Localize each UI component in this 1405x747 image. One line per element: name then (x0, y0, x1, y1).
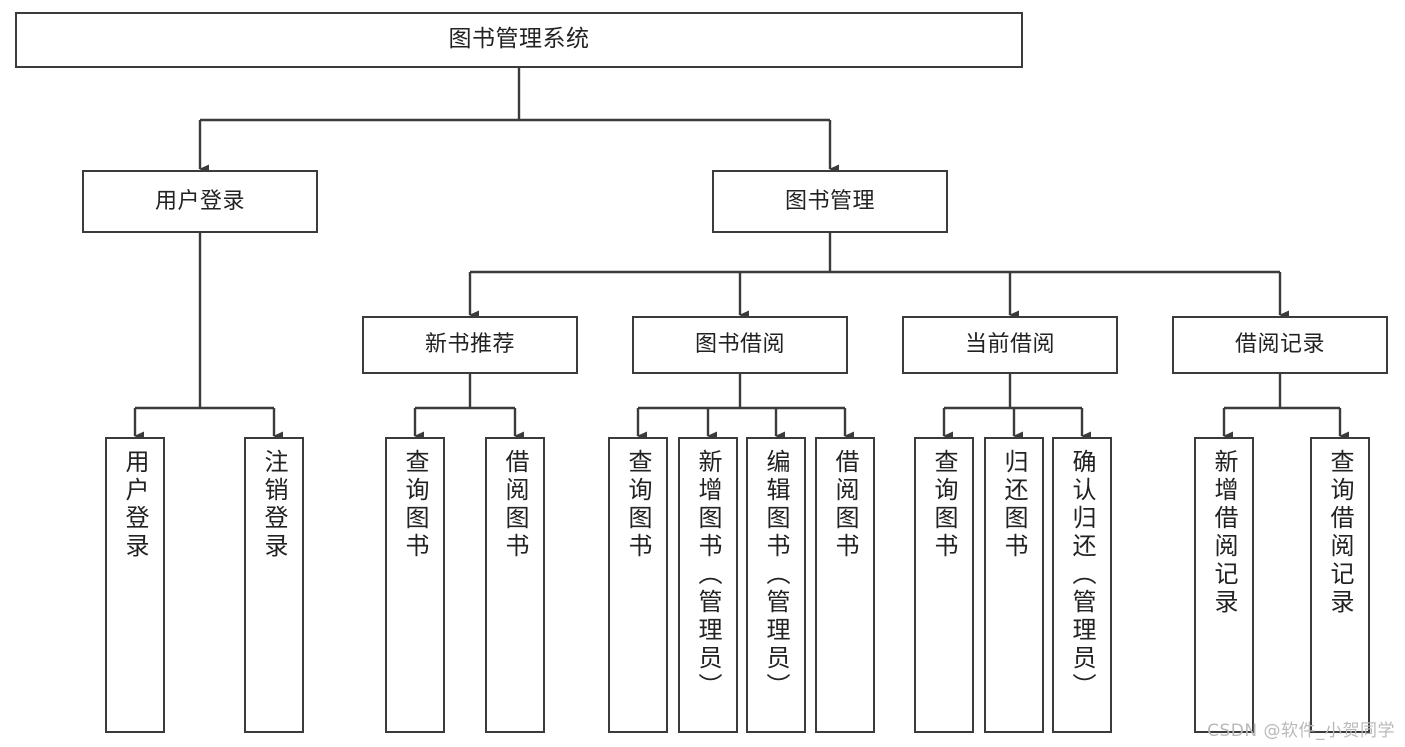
node-records[interactable]: 借阅记录 (1172, 316, 1388, 374)
node-label: 新增图书（管理员） (694, 449, 722, 701)
node-leaf-login-1[interactable]: 用户登录 (105, 437, 165, 733)
node-leaf-rec-2[interactable]: 查询借阅记录 (1310, 437, 1370, 733)
node-bookmgmt[interactable]: 图书管理 (712, 170, 948, 233)
node-leaf-rec-1[interactable]: 新增借阅记录 (1194, 437, 1254, 733)
node-leaf-borrow-4[interactable]: 借阅图书 (815, 437, 875, 733)
node-label: 图书管理 (784, 188, 875, 214)
node-leaf-borrow-3[interactable]: 编辑图书（管理员） (746, 437, 806, 733)
node-label: 新增借阅记录 (1210, 449, 1238, 617)
node-label: 图书管理系统 (448, 26, 590, 53)
node-root[interactable]: 图书管理系统 (15, 12, 1023, 68)
node-label: 编辑图书（管理员） (762, 449, 790, 701)
node-leaf-cur-3[interactable]: 确认归还（管理员） (1052, 437, 1112, 733)
node-leaf-cur-1[interactable]: 查询图书 (914, 437, 974, 733)
node-leaf-cur-2[interactable]: 归还图书 (984, 437, 1044, 733)
node-label: 查询图书 (401, 449, 429, 561)
node-leaf-borrow-2[interactable]: 新增图书（管理员） (678, 437, 738, 733)
node-leaf-new-2[interactable]: 借阅图书 (485, 437, 545, 733)
node-label: 当前借阅 (964, 332, 1055, 358)
node-login[interactable]: 用户登录 (82, 170, 318, 233)
node-leaf-login-2[interactable]: 注销登录 (244, 437, 304, 733)
node-current[interactable]: 当前借阅 (902, 316, 1118, 374)
node-label: 查询图书 (930, 449, 958, 561)
node-label: 图书借阅 (694, 332, 785, 358)
node-label: 用户登录 (154, 188, 245, 214)
node-label: 确认归还（管理员） (1068, 449, 1096, 701)
node-leaf-new-1[interactable]: 查询图书 (385, 437, 445, 733)
node-label: 借阅记录 (1234, 332, 1325, 358)
node-label: 借阅图书 (501, 449, 529, 561)
node-label: 用户登录 (121, 449, 149, 561)
node-label: 查询图书 (624, 449, 652, 561)
connector-lines (133, 68, 1349, 441)
node-label: 归还图书 (1000, 449, 1028, 561)
node-newbook[interactable]: 新书推荐 (362, 316, 578, 374)
node-label: 借阅图书 (831, 449, 859, 561)
node-label: 注销登录 (260, 449, 288, 561)
node-borrow[interactable]: 图书借阅 (632, 316, 848, 374)
node-label: 查询借阅记录 (1326, 449, 1354, 617)
node-leaf-borrow-1[interactable]: 查询图书 (608, 437, 668, 733)
node-label: 新书推荐 (424, 332, 515, 358)
